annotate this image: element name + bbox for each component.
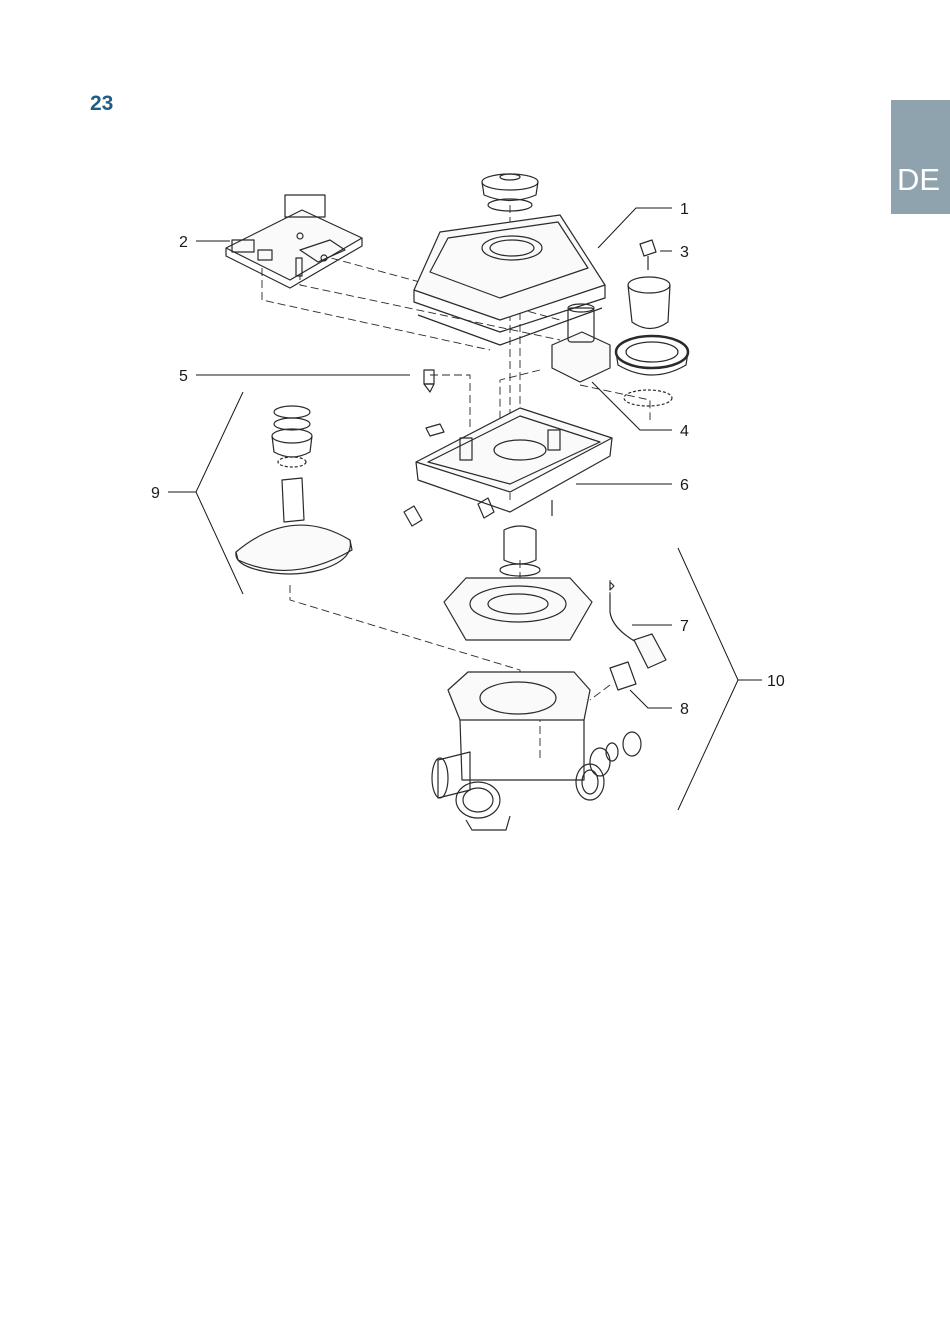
callout-10: 10 [767, 673, 785, 690]
callout-4: 4 [680, 423, 689, 440]
part-10-valve-body [432, 526, 610, 830]
part-5-connector [424, 370, 444, 436]
part-1-cover [414, 174, 605, 345]
part-9-rotor-disc [236, 406, 352, 574]
callout-2: 2 [179, 234, 188, 251]
callout-6: 6 [680, 477, 689, 494]
callout-1: 1 [680, 201, 689, 218]
callout-9: 9 [151, 485, 160, 502]
part-8-fitting [606, 662, 641, 761]
callout-5: 5 [179, 368, 188, 385]
callout-3: 3 [680, 244, 689, 261]
callout-7: 7 [680, 618, 689, 635]
part-3-screw [640, 240, 656, 270]
part-2-circuit-board [226, 195, 362, 288]
callout-8: 8 [680, 701, 689, 718]
